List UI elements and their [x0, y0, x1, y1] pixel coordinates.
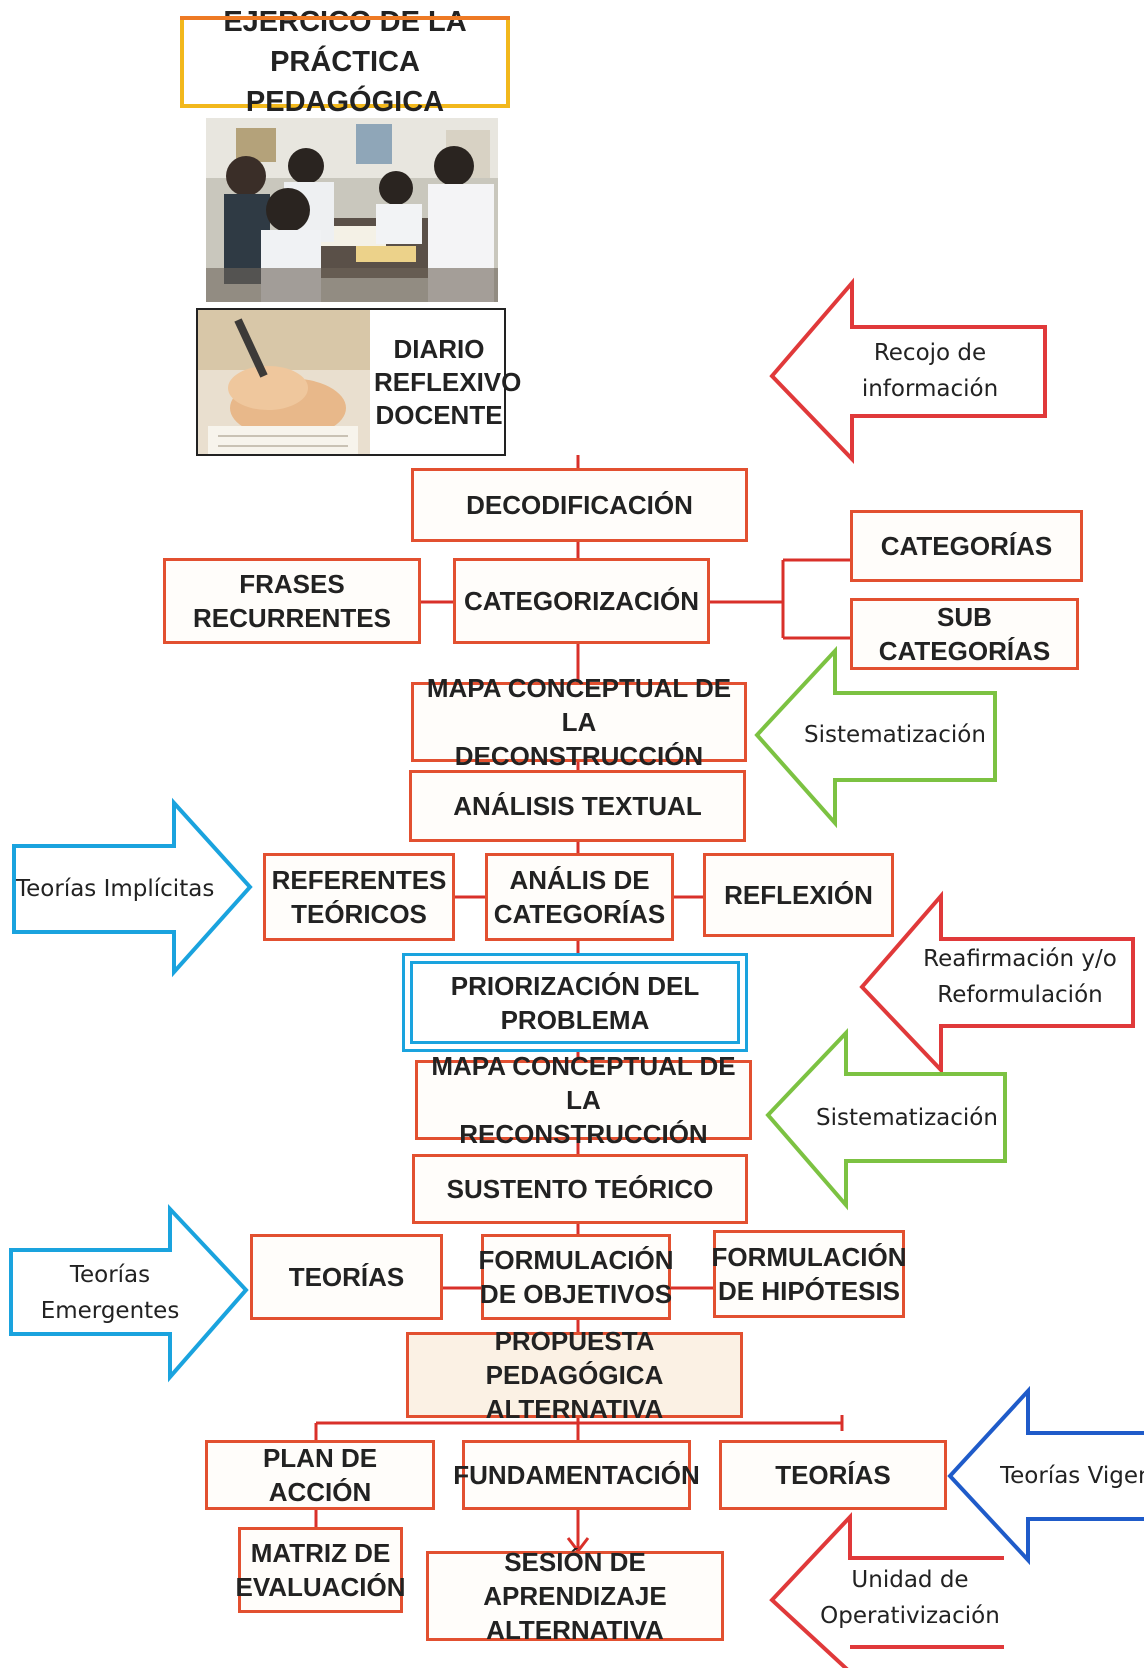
priorizacion-problema-box: PRIORIZACIÓN DEL PROBLEMA	[402, 953, 748, 1052]
categorias-box: CATEGORÍAS	[850, 510, 1083, 582]
teorias-emergentes-line-2: Emergentes	[40, 1298, 180, 1324]
arrow-sistematizacion-2-shape	[765, 1027, 1007, 1211]
analisis-cat-line-2: CATEGORÍAS	[493, 899, 666, 929]
formulacion-obj-line-2: DE OBJETIVOS	[479, 1279, 673, 1309]
categorizacion-label: CATEGORIZACIÓN	[464, 586, 699, 616]
matriz-evaluacion-box: MATRIZ DE EVALUACIÓN	[235, 1527, 406, 1613]
mapa-decon-line-1: MAPA CONCEPTUAL DE LA	[426, 673, 732, 737]
analisis-categorias-box: ANÁLIS DE CATEGORÍAS	[485, 853, 674, 941]
recojo-label: Recojo de información	[845, 335, 1015, 407]
unidad-line-1: Unidad de	[851, 1567, 969, 1593]
sistematizacion-2-label: Sistematización	[812, 1100, 1002, 1136]
reflexion-label: REFLEXIÓN	[724, 880, 873, 910]
sistematizacion-1-text: Sistematización	[804, 722, 986, 748]
teorias-vigentes-text: Teorías Vigen	[1000, 1463, 1144, 1489]
plan-accion-box: PLAN DE ACCIÓN	[205, 1440, 435, 1510]
teorias-implicitas-text: Teorías Implícitas	[16, 876, 215, 902]
teorias-vigentes-label: Teorías Vigen	[1000, 1458, 1144, 1494]
formulacion-hip-line-2: DE HIPÓTESIS	[717, 1276, 901, 1306]
title-line-2: PRÁCTICA PEDAGÓGICA	[245, 46, 445, 118]
mapa-deconstruccion-box: MAPA CONCEPTUAL DE LA DECONSTRUCCIÓN	[411, 673, 747, 771]
reafirmacion-line-1: Reafirmación y/o	[923, 946, 1117, 972]
teorias-box: TEORÍAS	[250, 1234, 443, 1320]
recojo-line-2: información	[861, 376, 999, 402]
teorias-emergentes-line-1: Teorías	[69, 1262, 151, 1288]
decodificacion-label: DECODIFICACIÓN	[466, 490, 693, 520]
arrow-teorias-implicitas-shape	[12, 797, 253, 978]
arrow-recojo-shape	[769, 277, 1047, 464]
frases-line-1: FRASES	[239, 569, 345, 599]
arrow-unidad-shape	[769, 1511, 1004, 1668]
fundamentacion-label: FUNDAMENTACIÓN	[453, 1460, 700, 1490]
referentes-line-2: TEÓRICOS	[291, 899, 427, 929]
diario-line-2: REFLEXIVO	[374, 366, 522, 397]
plan-accion-label: PLAN DE ACCIÓN	[262, 1443, 378, 1507]
referentes-teoricos-box: REFERENTES TEÓRICOS	[263, 853, 455, 941]
reafirmacion-line-2: Reformulación	[937, 982, 1103, 1008]
analisis-cat-line-1: ANÁLIS DE	[509, 865, 650, 895]
teorias-bottom-box: TEORÍAS	[719, 1440, 947, 1510]
decodificacion-box: DECODIFICACIÓN	[411, 468, 748, 542]
propuesta-pedagogica-box: PROPUESTA PEDAGÓGICA ALTERNATIVA	[406, 1326, 743, 1424]
categorizacion-box: CATEGORIZACIÓN	[453, 558, 710, 644]
sesion-line-2: ALTERNATIVA	[486, 1615, 664, 1645]
propuesta-line-2: PEDAGÓGICA ALTERNATIVA	[485, 1360, 664, 1424]
mapa-recon-line-1: MAPA CONCEPTUAL DE LA	[431, 1051, 736, 1115]
priorizacion-line-2: PROBLEMA	[500, 1004, 650, 1035]
unidad-line-2: Operativización	[820, 1603, 1000, 1629]
arrow-teorias-vigentes-shape	[947, 1385, 1144, 1566]
matriz-line-2: EVALUACIÓN	[235, 1572, 406, 1602]
mapa-decon-line-2: DECONSTRUCCIÓN	[454, 741, 704, 771]
arrow-teorias-emergentes-shape	[9, 1203, 249, 1383]
matriz-line-1: MATRIZ DE	[250, 1538, 391, 1568]
reflexion-box: REFLEXIÓN	[703, 853, 894, 937]
diario-reflexivo-box: DIARIO REFLEXIVO DOCENTE	[196, 308, 522, 456]
teorias-implicitas-label: Teorías Implícitas	[16, 871, 216, 907]
sesion-line-1: SESIÓN DE APRENDIZAJE	[483, 1547, 667, 1611]
propuesta-line-1: PROPUESTA	[494, 1326, 655, 1356]
sistematizacion-2-text: Sistematización	[816, 1105, 998, 1131]
sub-categorias-box: SUB CATEGORÍAS	[850, 598, 1079, 670]
sub-categorias-label: SUB CATEGORÍAS	[878, 602, 1051, 666]
priorizacion-line-1: PRIORIZACIÓN DEL	[450, 970, 700, 1001]
teorias-emergentes-label: Teorías Emergentes	[30, 1257, 190, 1329]
analisis-textual-label: ANÁLISIS TEXTUAL	[453, 791, 702, 821]
reafirmacion-label: Reafirmación y/o Reformulación	[915, 941, 1125, 1013]
title-line-1: EJERCICO DE LA	[223, 6, 467, 38]
unidad-label: Unidad de Operativización	[820, 1562, 1000, 1634]
formulacion-obj-line-1: FORMULACIÓN	[478, 1245, 674, 1275]
diario-line-1: DIARIO	[393, 333, 485, 364]
sustento-label: SUSTENTO TEÓRICO	[446, 1174, 714, 1204]
mapa-recon-line-2: RECONSTRUCCIÓN	[459, 1119, 708, 1149]
frases-recurrentes-box: FRASES RECURRENTES	[163, 558, 421, 644]
analisis-textual-box: ANÁLISIS TEXTUAL	[409, 770, 746, 842]
formulacion-objetivos-box: FORMULACIÓN DE OBJETIVOS	[478, 1234, 674, 1320]
recojo-line-1: Recojo de	[873, 340, 987, 366]
mapa-reconstruccion-box: MAPA CONCEPTUAL DE LA RECONSTRUCCIÓN	[415, 1051, 752, 1149]
teorias-bottom-label: TEORÍAS	[775, 1460, 891, 1490]
writing-hand-photo-icon	[198, 310, 370, 454]
diario-line-3: DOCENTE	[375, 399, 503, 430]
teorias-label: TEORÍAS	[288, 1262, 405, 1292]
connectors	[314, 455, 852, 1554]
categorias-label: CATEGORÍAS	[880, 531, 1053, 561]
classroom-photo-icon	[206, 118, 498, 302]
formulacion-hipotesis-box: FORMULACIÓN DE HIPÓTESIS	[711, 1230, 907, 1318]
formulacion-hip-line-1: FORMULACIÓN	[711, 1242, 907, 1272]
arrow-reafirmacion-shape	[859, 890, 1135, 1076]
sustento-teorico-box: SUSTENTO TEÓRICO	[412, 1154, 748, 1224]
fundamentacion-box: FUNDAMENTACIÓN	[453, 1440, 700, 1510]
classroom-photo	[206, 118, 498, 302]
title-box: EJERCICO DE LA PRÁCTICA PEDAGÓGICA	[180, 6, 510, 118]
sistematizacion-1-label: Sistematización	[800, 717, 990, 753]
referentes-line-1: REFERENTES	[271, 865, 447, 895]
writing-photo	[198, 310, 370, 454]
arrow-sistematizacion-1-shape	[754, 645, 997, 829]
sesion-aprendizaje-box: SESIÓN DE APRENDIZAJE ALTERNATIVA	[426, 1547, 724, 1645]
frases-line-2: RECURRENTES	[193, 603, 391, 633]
